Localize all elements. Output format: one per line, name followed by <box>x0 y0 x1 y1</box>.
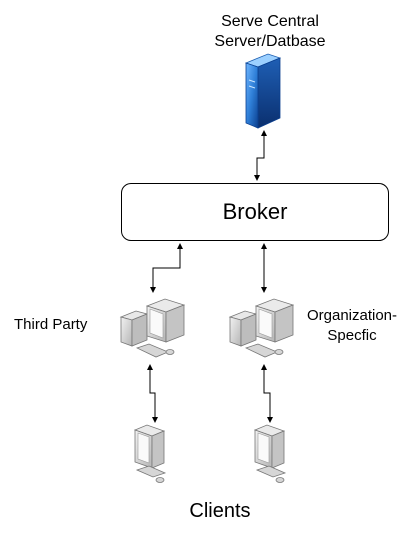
server-label-line1: Serve Central <box>221 13 319 30</box>
connector-server-broker <box>254 130 267 181</box>
organization-label-line1: Organization- <box>306 307 398 324</box>
server-label: Serve Central Server/Datbase <box>190 12 350 52</box>
broker-label: Broker <box>222 199 288 224</box>
server-tower-icon <box>244 53 282 129</box>
third-party-computer-icon <box>119 298 186 358</box>
server-label-line2: Server/Datbase <box>214 33 326 50</box>
organization-label: Organization- Specfic <box>292 306 412 346</box>
client-monitor-icon <box>253 424 287 483</box>
connector-organization-client <box>261 364 273 423</box>
broker-box: Broker <box>121 183 389 241</box>
organization-label-line2: Specfic <box>327 327 377 344</box>
third-party-label: Third Party <box>14 316 88 333</box>
clients-label: Clients <box>189 500 251 522</box>
organization-computer-icon <box>228 298 295 358</box>
connector-third-party-client <box>147 364 158 423</box>
client-monitor-icon <box>133 424 167 483</box>
connector-broker-third-party <box>150 243 183 293</box>
